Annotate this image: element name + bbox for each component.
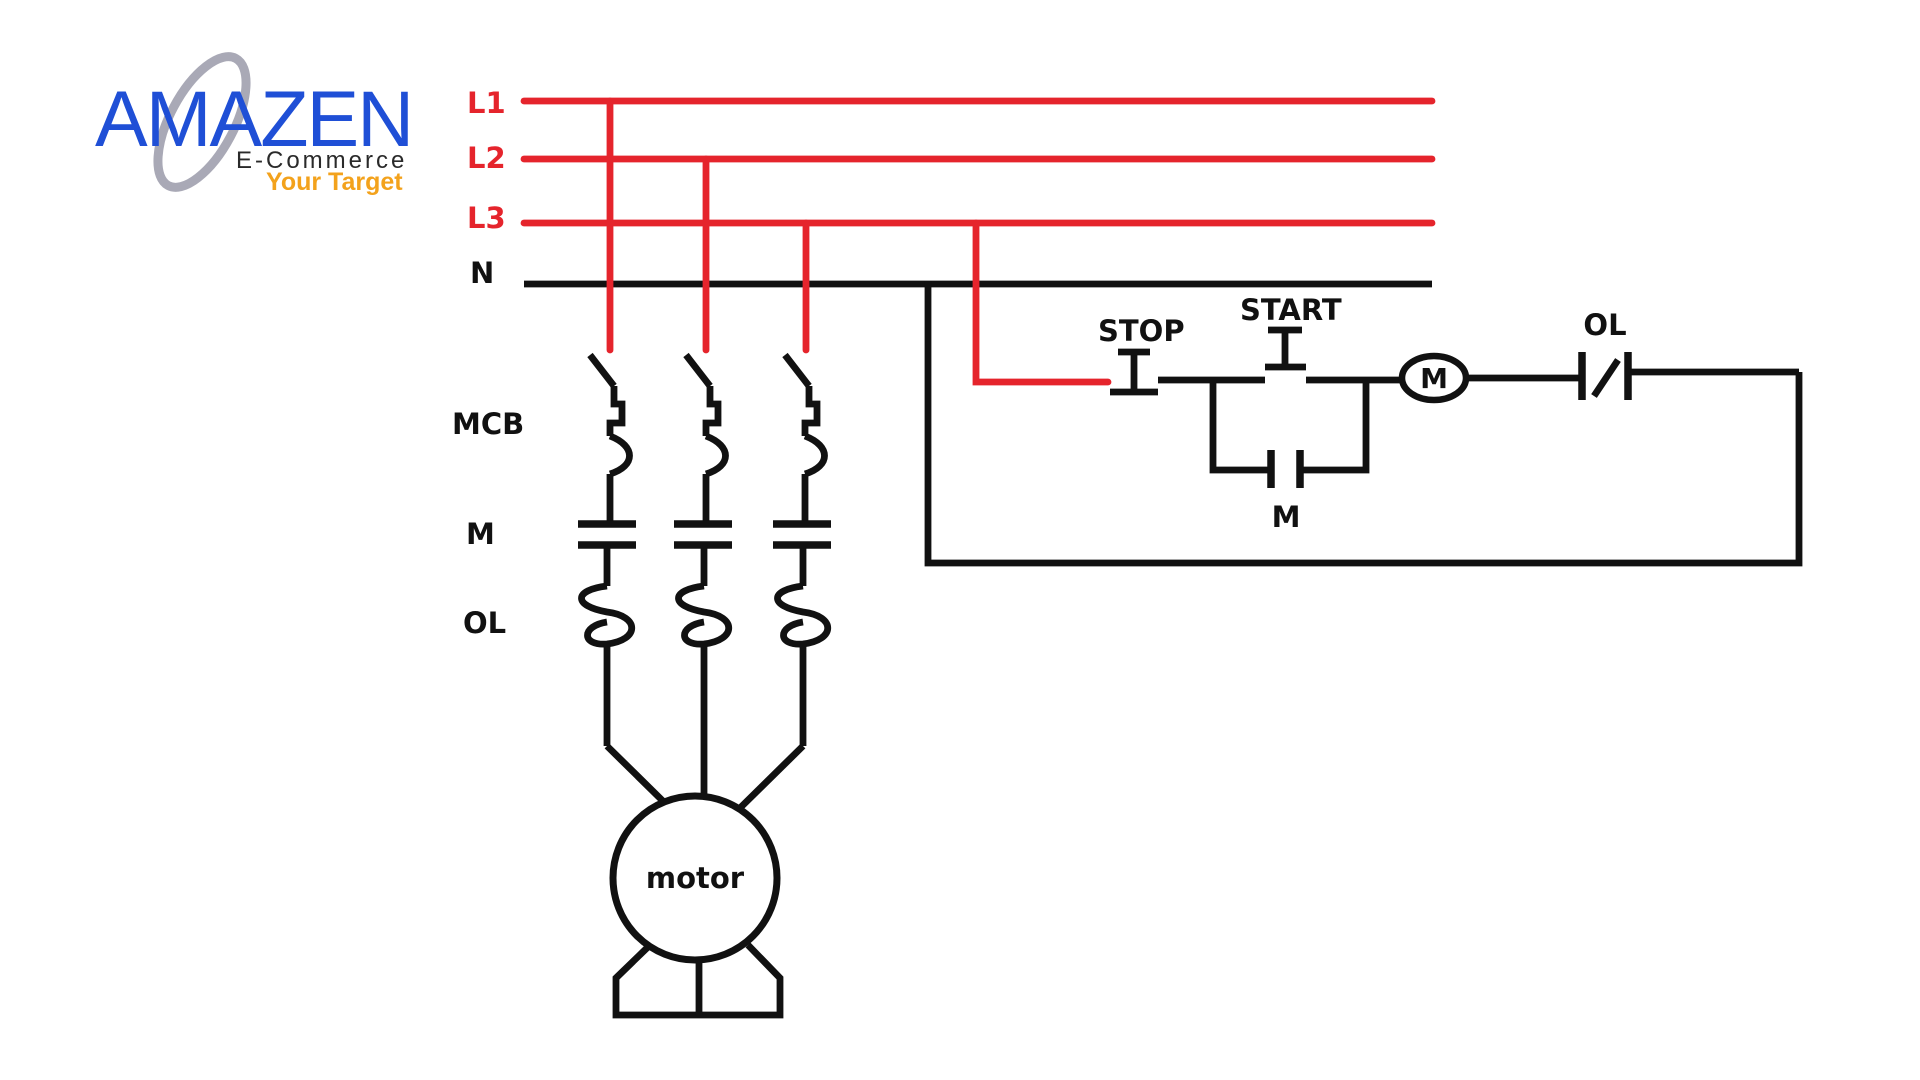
motor-label: motor [646,861,745,895]
power-branch-1 [578,352,673,811]
brand-logo: AMAZEN E-Commerce Your Target [95,52,414,196]
ol-control-label: OL [1583,308,1626,342]
stop-button-symbol [1110,348,1158,396]
start-button-symbol [1265,326,1306,371]
power-label-mcb: MCB [452,407,524,441]
power-label-m: M [466,517,495,551]
power-branch-2 [674,352,733,805]
bus-label-n: N [470,256,494,290]
power-label-ol: OL [463,606,506,640]
logo-swoosh [153,52,251,192]
control-l3-tap [972,219,1112,386]
coil-label: M [1420,362,1448,395]
bus-label-l2: L2 [467,141,506,175]
bus-label-l3: L3 [467,201,506,235]
stop-label: STOP [1098,314,1185,348]
start-label: START [1240,293,1342,327]
logo-name: AMAZEN [95,74,412,163]
power-branch-3 [737,352,832,811]
holding-contact-label: M [1272,500,1301,534]
logo-tagline: Your Target [266,168,403,196]
control-neutral-return [924,281,1803,567]
logo-subtitle: E-Commerce [236,147,407,174]
contactor-coil: M [1398,352,1470,404]
motor: motor [609,792,784,1019]
holding-branch [1209,380,1268,474]
bus-label-l1: L1 [467,86,506,120]
ol-contact-symbol [1578,352,1632,400]
motor-circle [609,792,781,964]
